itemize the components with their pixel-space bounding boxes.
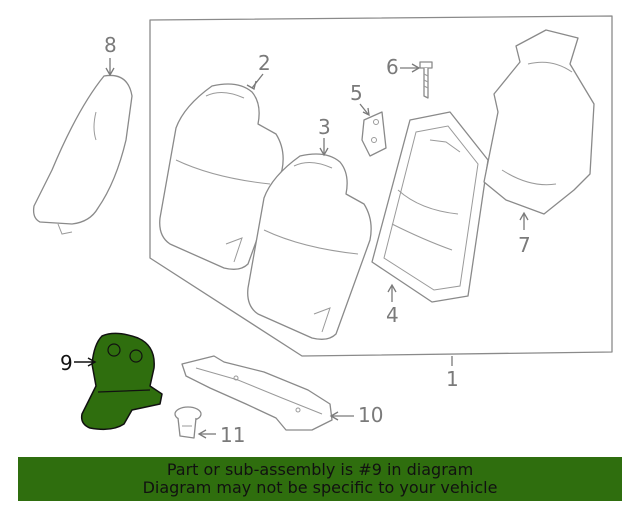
callout-10: 10 <box>358 403 383 427</box>
callout-6: 6 <box>386 55 399 79</box>
part-7-panel[interactable] <box>483 29 595 215</box>
callout-8: 8 <box>104 33 117 57</box>
part-5-bracket[interactable] <box>361 111 387 157</box>
callout-5: 5 <box>350 81 363 105</box>
part-6-bolt[interactable] <box>419 61 433 99</box>
banner-line-1: Part or sub-assembly is #9 in diagram <box>166 460 474 479</box>
info-banner: Part or sub-assembly is #9 in diagram Di… <box>18 457 622 501</box>
part-3-cushion[interactable] <box>247 153 372 340</box>
part-2-cushion[interactable] <box>159 83 284 270</box>
part-8-pad[interactable] <box>32 74 133 235</box>
assembly-boundary <box>149 15 613 357</box>
callout-2: 2 <box>258 51 271 75</box>
part-10-bracket[interactable] <box>181 355 333 431</box>
part-4-frame[interactable] <box>371 111 489 303</box>
callout-9: 9 <box>60 351 73 375</box>
callout-1: 1 <box>446 367 459 391</box>
callout-4: 4 <box>386 303 399 327</box>
part-11-clip[interactable] <box>174 406 202 439</box>
parts-diagram: 1 2 3 4 5 6 7 8 9 10 11 <box>32 15 613 447</box>
callout-11: 11 <box>220 423 245 447</box>
leader-lines <box>74 58 529 439</box>
callout-3: 3 <box>318 115 331 139</box>
banner-line-2: Diagram may not be specific to your vehi… <box>142 478 498 497</box>
part-9-highlighted[interactable] <box>80 332 163 431</box>
callout-7: 7 <box>518 233 531 257</box>
